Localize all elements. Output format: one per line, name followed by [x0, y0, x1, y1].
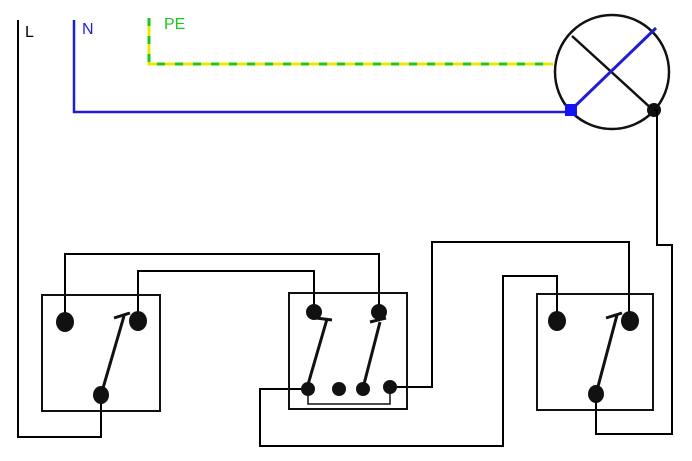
switch-left-terminal-2	[129, 311, 147, 331]
switch-left-common	[93, 386, 109, 404]
switch-middle-terminal-4	[332, 382, 346, 396]
switch-middle-terminal-1	[306, 304, 322, 320]
switch-left	[41, 294, 161, 412]
switch-right	[536, 293, 654, 411]
wire-lamp-return	[595, 109, 673, 435]
wire-traveller-3	[390, 241, 630, 388]
label-L: L	[25, 24, 34, 41]
switch-right-lever-tip	[605, 311, 623, 320]
switch-middle-bridge	[307, 387, 391, 405]
switch-middle-terminal-6	[383, 380, 397, 394]
switch-right-terminal-2	[621, 311, 639, 331]
label-PE: PE	[164, 16, 185, 33]
label-N: N	[82, 21, 94, 38]
wire-traveller-1	[64, 253, 380, 322]
switch-middle-terminal-3	[301, 382, 315, 396]
switch-right-common	[588, 385, 604, 403]
wire-traveller-4	[259, 275, 558, 447]
switch-middle-terminal-2	[371, 304, 387, 320]
switch-middle-lever-1	[305, 318, 329, 389]
wire-neutral-N	[72, 20, 571, 114]
switch-left-lever	[99, 315, 126, 396]
switch-middle-lever-2	[361, 321, 382, 389]
lamp	[553, 13, 671, 131]
lamp-cross-black	[571, 35, 654, 111]
wire-pe-green	[147, 18, 553, 66]
switch-middle-box	[288, 292, 408, 410]
wire-phase-L	[17, 20, 102, 438]
switch-right-terminal-1	[548, 311, 566, 331]
switch-left-box	[41, 294, 161, 412]
wire-traveller-2	[137, 270, 315, 321]
switch-left-terminal-1	[56, 312, 74, 332]
switch-right-lever	[594, 314, 619, 395]
switch-middle-terminal-5	[356, 382, 370, 396]
switch-middle	[288, 292, 408, 410]
wire-pe-yellow	[147, 18, 553, 66]
switch-left-lever-tip	[113, 311, 131, 320]
switch-right-box	[536, 293, 654, 411]
lamp-neutral-terminal	[565, 104, 577, 116]
lamp-cross-blue	[569, 26, 658, 112]
